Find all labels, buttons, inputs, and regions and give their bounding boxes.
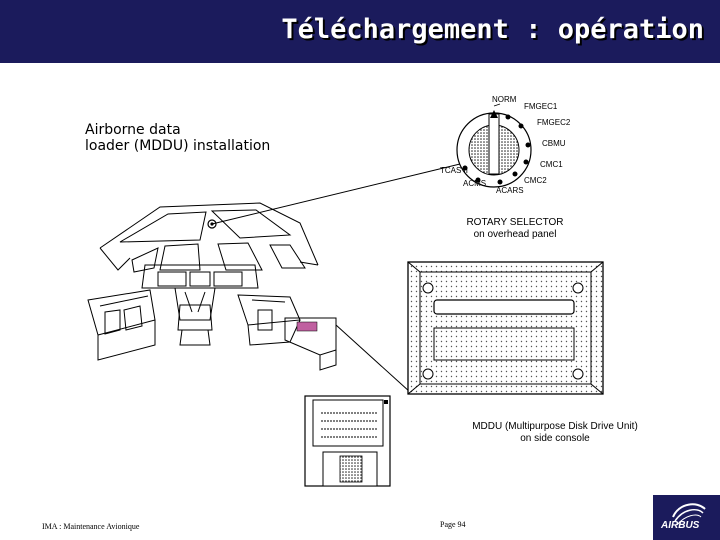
page-number: Page 94	[440, 520, 466, 529]
selector-label-fmgec2: FMGEC2	[537, 118, 571, 127]
caption-line-2: loader (MDDU) installation	[85, 138, 271, 154]
selector-label-tcas: TCAS II	[440, 166, 469, 175]
selector-caption-line-1: ROTARY SELECTOR	[466, 217, 564, 228]
leader-line-mddu	[335, 324, 411, 393]
selector-caption-line-2: on overhead panel	[473, 229, 557, 240]
mddu-panel	[407, 261, 604, 395]
caption-line-1: Airborne data	[85, 122, 181, 138]
mddu-caption-line-2: on side console	[520, 433, 590, 444]
airbus-logo	[653, 495, 720, 540]
selector-label-cmc1: CMC1	[540, 160, 563, 169]
footer-course-name: IMA : Maintenance Avionique	[42, 522, 140, 531]
installation-caption: Airborne data loader (MDDU) installation	[85, 122, 270, 154]
selector-label-acms: ACMS	[463, 179, 487, 188]
selector-label-fmgec1: FMGEC1	[524, 102, 558, 111]
airbus-logo-icon	[672, 503, 706, 526]
page-title: Téléchargement : opération	[281, 14, 704, 45]
header-bar	[0, 0, 720, 63]
floppy-disk	[304, 395, 391, 487]
mddu-caption: MDDU (Multipurpose Disk Drive Unit) on s…	[440, 421, 670, 445]
airbus-logo-text: AIRBUS	[661, 520, 700, 531]
selector-label-cmc2: CMC2	[524, 176, 547, 185]
selector-label-cbmu: CBMU	[542, 139, 566, 148]
rotary-selector	[456, 103, 532, 188]
selector-label-norm: NORM	[492, 95, 517, 104]
selector-caption: ROTARY SELECTOR on overhead panel	[440, 217, 590, 241]
selector-label-acars: ACARS	[496, 186, 524, 195]
mddu-caption-line-1: MDDU (Multipurpose Disk Drive Unit)	[472, 421, 638, 432]
mddu-location-marker	[296, 321, 318, 332]
cockpit-illustration	[87, 202, 337, 371]
leader-line-selector	[211, 163, 461, 225]
